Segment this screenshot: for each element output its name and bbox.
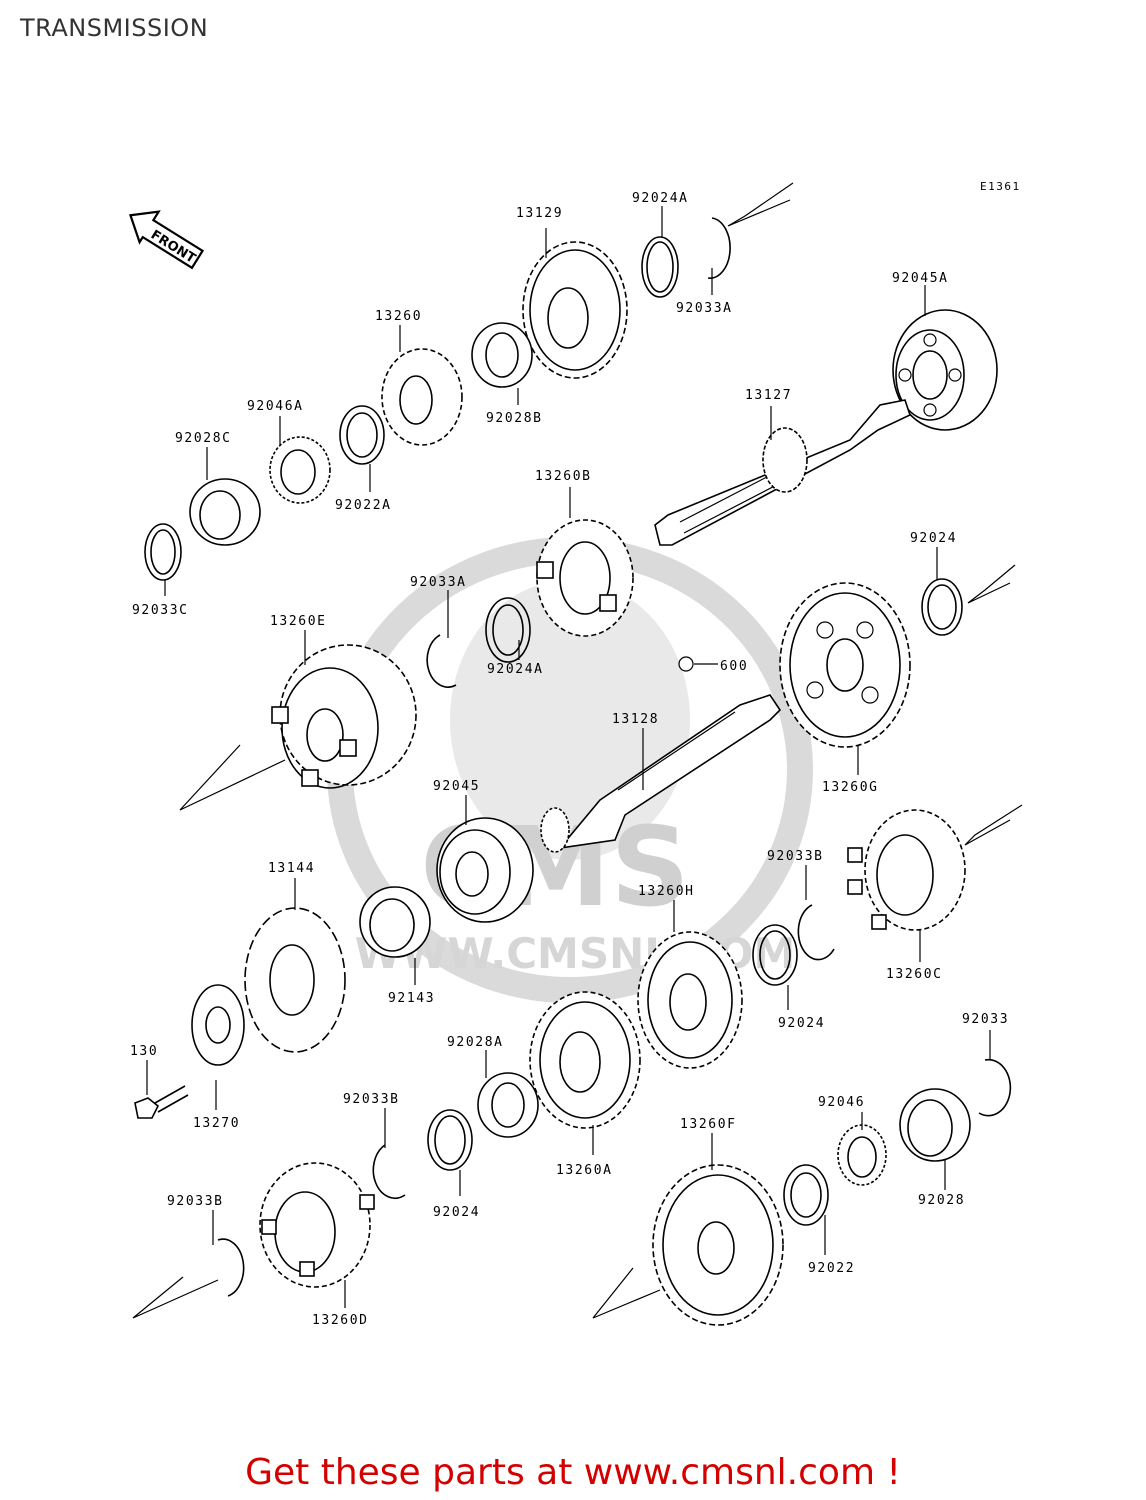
label-13260E: 13260E	[270, 614, 327, 629]
washer-92022A	[339, 405, 385, 492]
ring-92024-right	[921, 547, 963, 636]
label-92024-right: 92024	[910, 531, 957, 546]
needle-bearing-92046A	[269, 416, 331, 504]
gear-13260C	[847, 809, 966, 962]
label-92033: 92033	[962, 1012, 1009, 1027]
shaft-13127	[654, 399, 911, 546]
shaft-13128	[540, 694, 782, 853]
label-92045A: 92045A	[892, 271, 949, 286]
label-92028: 92028	[918, 1193, 965, 1208]
label-600: 600	[720, 659, 748, 674]
bolt-130	[134, 1060, 189, 1119]
sleeve-92028B	[471, 322, 533, 405]
gear-13260D	[259, 1162, 375, 1308]
label-13270: 13270	[193, 1116, 240, 1131]
label-92033C: 92033C	[132, 603, 189, 618]
label-13129: 13129	[516, 206, 563, 221]
circlip-92033B-low	[212, 1210, 245, 1297]
ring-92024A-mid	[485, 597, 531, 663]
needle-bearing-92046	[837, 1112, 887, 1186]
plate-13270	[191, 984, 245, 1110]
page-title: TRANSMISSION	[20, 14, 209, 42]
collar-92028C	[189, 447, 261, 546]
collar-92028	[899, 1088, 971, 1190]
label-92046: 92046	[818, 1095, 865, 1110]
label-130: 130	[130, 1044, 158, 1059]
circlip-92033A-top	[707, 217, 731, 295]
sleeve-92028A	[477, 1050, 539, 1138]
diagram-code: E1361	[980, 180, 1021, 193]
label-92028B: 92028B	[486, 411, 543, 426]
shaft-axis-lines	[132, 182, 1023, 1319]
label-13260B: 13260B	[535, 469, 592, 484]
label-92033B-right: 92033B	[767, 849, 824, 864]
label-92046A: 92046A	[247, 399, 304, 414]
ring-92024-mid	[752, 924, 798, 1010]
label-13260: 13260	[375, 309, 422, 324]
label-92033B-mid: 92033B	[343, 1092, 400, 1107]
circlip-92033B-mid	[372, 1108, 406, 1199]
label-92033A-top: 92033A	[676, 301, 733, 316]
bearing-92045A	[892, 285, 998, 431]
marker-600	[678, 656, 718, 672]
cta-link[interactable]: Get these parts at www.cmsnl.com !	[245, 1452, 901, 1493]
label-92033B-low: 92033B	[167, 1194, 224, 1209]
gear-13260A	[529, 991, 641, 1155]
label-92143: 92143	[388, 991, 435, 1006]
washer-92022	[783, 1164, 829, 1255]
circlip-92033B-right	[797, 865, 835, 961]
part-labels: E1361 13129 92024A 92033A 92045A 13260 9…	[130, 180, 1021, 1328]
collar-92143	[359, 886, 431, 985]
front-arrow-icon: FRONT	[128, 210, 205, 270]
gear-13129	[522, 228, 628, 379]
label-92024A-mid: 92024A	[487, 662, 544, 677]
label-13127: 13127	[745, 388, 792, 403]
label-92022: 92022	[808, 1261, 855, 1276]
ring-92024A-top	[641, 206, 679, 298]
label-13260F: 13260F	[680, 1117, 737, 1132]
gear-13260F	[652, 1133, 784, 1326]
label-13260G: 13260G	[822, 780, 879, 795]
gear-13260B	[536, 487, 634, 637]
label-92045: 92045	[433, 779, 480, 794]
label-13260H: 13260H	[638, 884, 695, 899]
label-13144: 13144	[268, 861, 315, 876]
label-92024-mid: 92024	[778, 1016, 825, 1031]
label-92033A-mid: 92033A	[410, 575, 467, 590]
gear-13260E	[271, 630, 417, 789]
gear-13260H	[637, 900, 743, 1069]
label-92024A-top: 92024A	[632, 191, 689, 206]
label-92024-low: 92024	[433, 1205, 480, 1220]
label-13260C: 13260C	[886, 967, 943, 982]
label-13260D: 13260D	[312, 1313, 369, 1328]
exploded-parts-diagram: CMS WWW.CMSNL.COM FRONT	[128, 180, 1023, 1328]
circlip-92033C	[144, 523, 182, 596]
label-92028A: 92028A	[447, 1035, 504, 1050]
circlip-92033A-mid	[426, 590, 457, 688]
label-92022A: 92022A	[335, 498, 392, 513]
label-13260A: 13260A	[556, 1163, 613, 1178]
sprocket-13144	[244, 878, 346, 1053]
gear-13260	[381, 325, 463, 446]
circlip-92033	[978, 1030, 1012, 1117]
label-13128: 13128	[612, 712, 659, 727]
bearing-92045	[436, 795, 534, 923]
gear-13260G	[779, 582, 911, 775]
label-92028C: 92028C	[175, 431, 232, 446]
ring-92024-low	[427, 1109, 473, 1196]
